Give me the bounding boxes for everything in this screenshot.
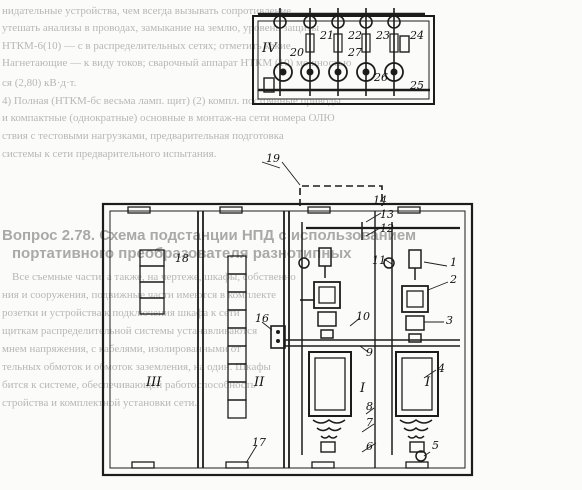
callout-9: 9 <box>366 346 373 359</box>
callout-11: 11 <box>372 254 386 267</box>
callout-2: 2 <box>449 273 457 286</box>
body-line-5: мнем напряжения, с кабелями, изолированн… <box>2 343 241 355</box>
bg-line-9: системы к сети предварительного испытани… <box>2 148 217 160</box>
callout-17: 17 <box>252 436 266 449</box>
callout-6: 6 <box>366 440 373 453</box>
callout-21: 21 <box>319 29 334 42</box>
callout-22: 22 <box>347 29 362 42</box>
bg-line-4: Нагнетающие — к виду токов; сварочный ап… <box>2 57 352 69</box>
callout-14: 14 <box>373 194 387 207</box>
room-labels: I I II III IV <box>145 41 431 396</box>
bg-line-2: утешать анализы в проводах, замыкание на… <box>2 22 320 34</box>
room-label-i-mid: I <box>359 381 366 396</box>
callout-25: 25 <box>409 79 424 92</box>
leader-lines <box>245 161 449 464</box>
top-insulators <box>273 15 401 53</box>
callout-4: 4 <box>437 362 445 375</box>
callout-16: 16 <box>255 312 269 325</box>
callout-23: 23 <box>375 29 390 42</box>
top-meters <box>273 62 404 82</box>
callout-13: 13 <box>380 208 394 221</box>
callout-26: 26 <box>373 71 388 84</box>
callout-3: 3 <box>446 314 453 327</box>
callout-5: 5 <box>432 439 439 452</box>
callout-12: 12 <box>380 222 394 235</box>
callout-20: 20 <box>289 46 304 59</box>
room-iii-cells <box>139 249 165 315</box>
heading-line-2: портативного преобразователя разнотипных <box>12 245 352 262</box>
roof-vents <box>127 206 421 214</box>
transformer-left <box>298 247 352 453</box>
bg-line-6: 4) Полная (НТКМ-бс весьма ламп. щит) (2)… <box>2 95 342 107</box>
callout-24: 24 <box>409 29 424 42</box>
callout-10: 10 <box>356 310 370 323</box>
callout-19: 19 <box>266 152 280 165</box>
room-label-ii: II <box>253 375 265 390</box>
callout-27: 27 <box>347 46 362 59</box>
body-line-7: бится к системе, обеспечивающей работосп… <box>2 379 256 391</box>
callout-7: 7 <box>366 416 373 429</box>
bg-line-7: и компактные (однократные) основные в мо… <box>2 112 335 124</box>
body-line-8: стройства и комплектной установки сети. <box>2 397 197 409</box>
bg-line-5: ся (2,80) кВ·д·т. <box>2 77 77 89</box>
bg-line-1: нидательные устройства, чем всегда вызыв… <box>2 5 294 17</box>
body-line-3: розетки и устройства к подключения шкафа… <box>2 307 240 319</box>
floor-vents <box>131 461 429 469</box>
main-enclosure <box>101 185 474 477</box>
room-label-iv: IV <box>261 41 278 56</box>
room-ii-cells <box>227 255 247 419</box>
room-label-iii: III <box>145 375 162 390</box>
bg-line-3: НТКМ-6(10) — с в распределительных сетях… <box>2 40 291 52</box>
top-enclosure <box>252 8 435 105</box>
callout-numbers: 1 2 3 4 5 6 7 8 9 10 11 12 13 14 16 17 1… <box>175 29 457 453</box>
body-line-1: Все съемные части, а также, на чертеже, … <box>12 271 296 283</box>
callout-18: 18 <box>175 252 189 265</box>
body-line-6: тельных обмоток и обмоток заземления, на… <box>2 361 271 373</box>
callout-1: 1 <box>450 256 457 269</box>
callout-8: 8 <box>366 400 373 413</box>
bg-line-8: ствия с тестовыми нагрузками, предварите… <box>2 130 284 142</box>
body-line-2: ния и сооружения, подвижные части имеютс… <box>2 289 276 301</box>
heading-text: Вопрос 2.78. Схема подстанции НПД с испо… <box>2 227 416 409</box>
transformer-right <box>383 249 439 462</box>
room-label-i-right: I <box>424 375 431 390</box>
body-line-4: щиткам распределительной системы устанав… <box>2 325 257 337</box>
heading-line-1: Вопрос 2.78. Схема подстанции НПД с испо… <box>2 227 416 244</box>
